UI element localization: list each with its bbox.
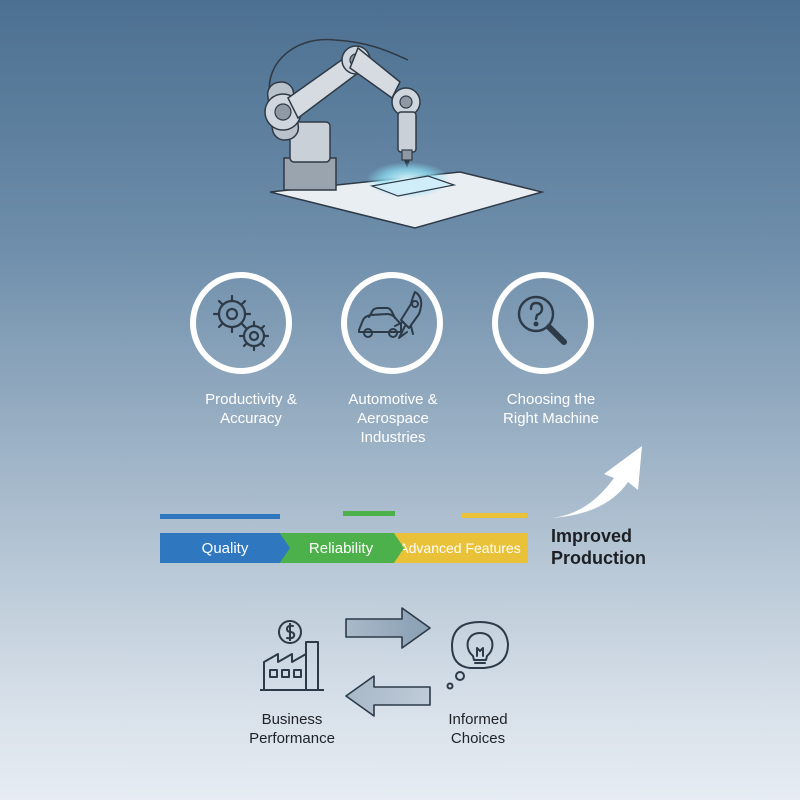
arrow-right-icon xyxy=(345,607,431,649)
cycle-label-business: Business Performance xyxy=(249,711,335,747)
result-label: Improved Production xyxy=(551,526,646,568)
stage-reliability-label: Reliability xyxy=(308,539,374,557)
gears-icon xyxy=(212,294,270,352)
stage-advanced: Advanced Features xyxy=(392,533,528,563)
topic-label-choosing: Choosing the Right Machine xyxy=(503,391,599,427)
stage-advanced-label: Advanced Features xyxy=(399,540,521,556)
arrow-left-icon xyxy=(345,675,431,717)
magnifier-question-icon xyxy=(517,295,567,345)
stage-accent-reliability xyxy=(343,511,395,516)
stage-quality: Quality xyxy=(160,533,290,563)
factory-dollar-icon xyxy=(260,620,324,691)
robot-arm-illustration xyxy=(264,38,545,229)
stage-accent-quality xyxy=(160,514,280,519)
lightbulb-thought-icon xyxy=(446,621,509,690)
topic-label-productivity: Productivity & Accuracy xyxy=(205,391,297,427)
cycle-label-informed: Informed Choices xyxy=(448,711,508,747)
topic-circle-automotive xyxy=(341,272,443,374)
topic-circle-productivity xyxy=(190,272,292,374)
topic-circle-choosing xyxy=(492,272,594,374)
stage-quality-label: Quality xyxy=(201,539,249,557)
topic-label-automotive: Automotive & Aerospace Industries xyxy=(348,391,438,446)
car-rocket-icon xyxy=(358,291,423,339)
curved-arrow-icon xyxy=(552,446,642,518)
stage-reliability: Reliability xyxy=(278,533,404,563)
stage-accent-advanced xyxy=(461,513,527,518)
